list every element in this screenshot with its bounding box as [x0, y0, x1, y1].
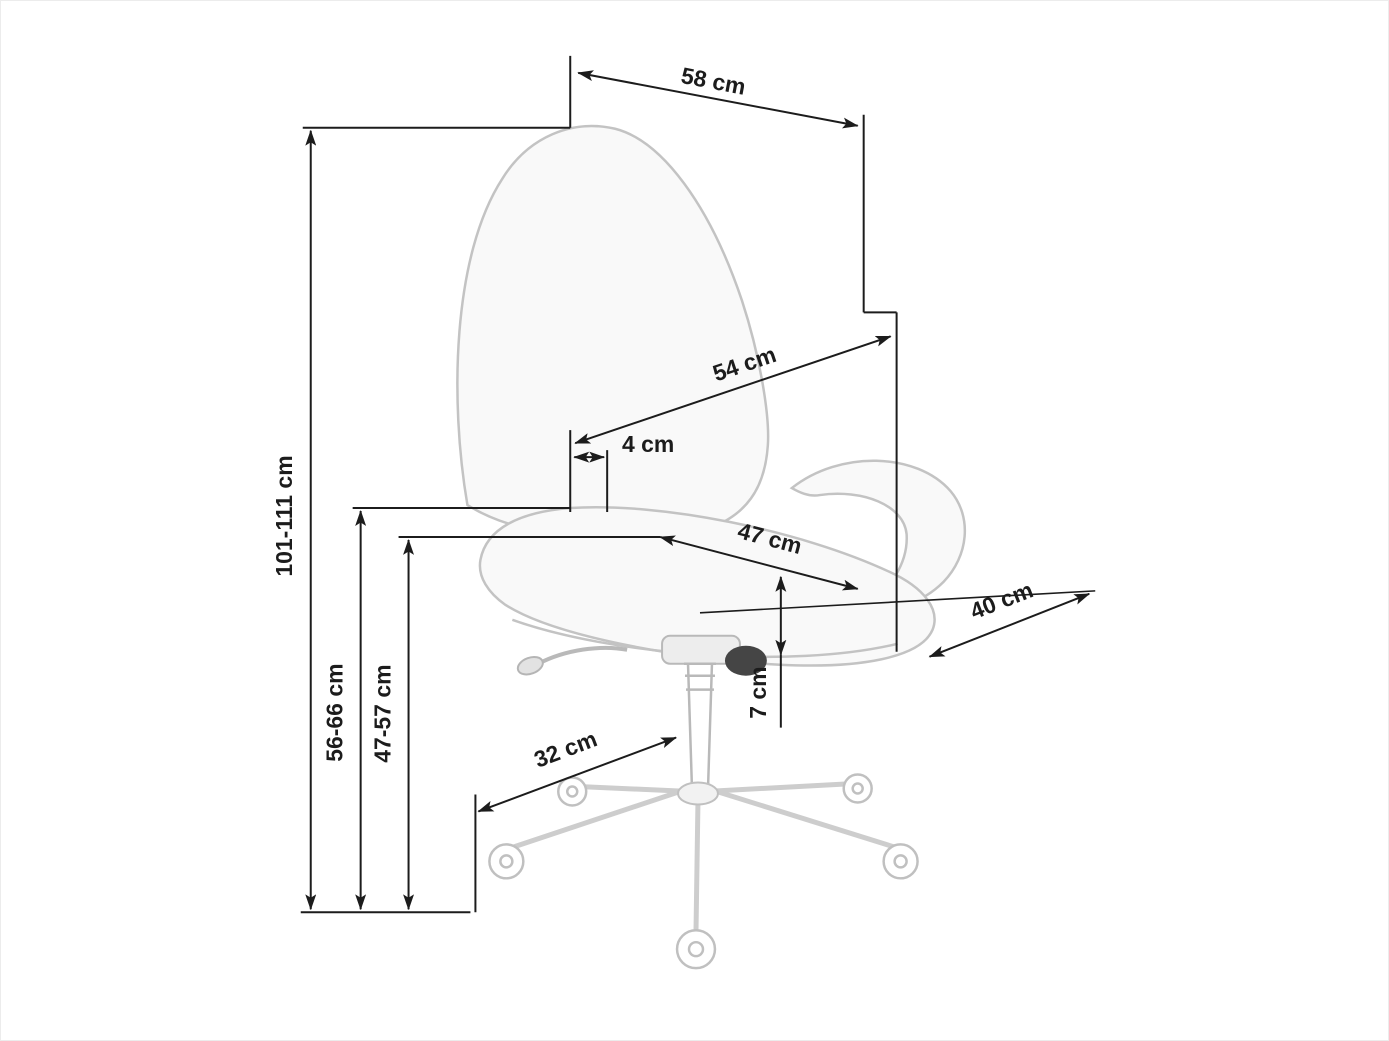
dim-label-base-arm-length: 32 cm — [530, 725, 600, 772]
dim-base-arm-length: 32 cm — [474, 725, 677, 913]
chair-gas-lift — [684, 662, 716, 790]
dim-label-seat-depth: 40 cm — [966, 576, 1036, 624]
dim-seat-height-inner: 47-57 cm — [370, 535, 661, 911]
dim-backrest-offset: 4 cm — [573, 431, 674, 513]
dim-label-seat-edge-thickness: 7 cm — [745, 667, 771, 719]
dim-label-seat-height-outer: 56-66 cm — [322, 664, 348, 762]
dim-label-seat-height-inner: 47-57 cm — [370, 665, 396, 763]
dim-label-total-height: 101-111 cm — [271, 455, 297, 576]
chair-lever-knob — [516, 656, 544, 676]
dim-seat-edge-thickness: 7 cm — [745, 575, 787, 728]
dim-label-backrest-offset: 4 cm — [622, 431, 674, 457]
dim-total-height: 101-111 cm — [271, 126, 571, 914]
chair-sketch — [456, 124, 967, 970]
chair-backrest — [456, 124, 770, 542]
dim-seat-height-outer: 56-66 cm — [322, 507, 571, 911]
chair-mechanism-knob — [724, 645, 767, 676]
chair-lever — [537, 645, 628, 666]
